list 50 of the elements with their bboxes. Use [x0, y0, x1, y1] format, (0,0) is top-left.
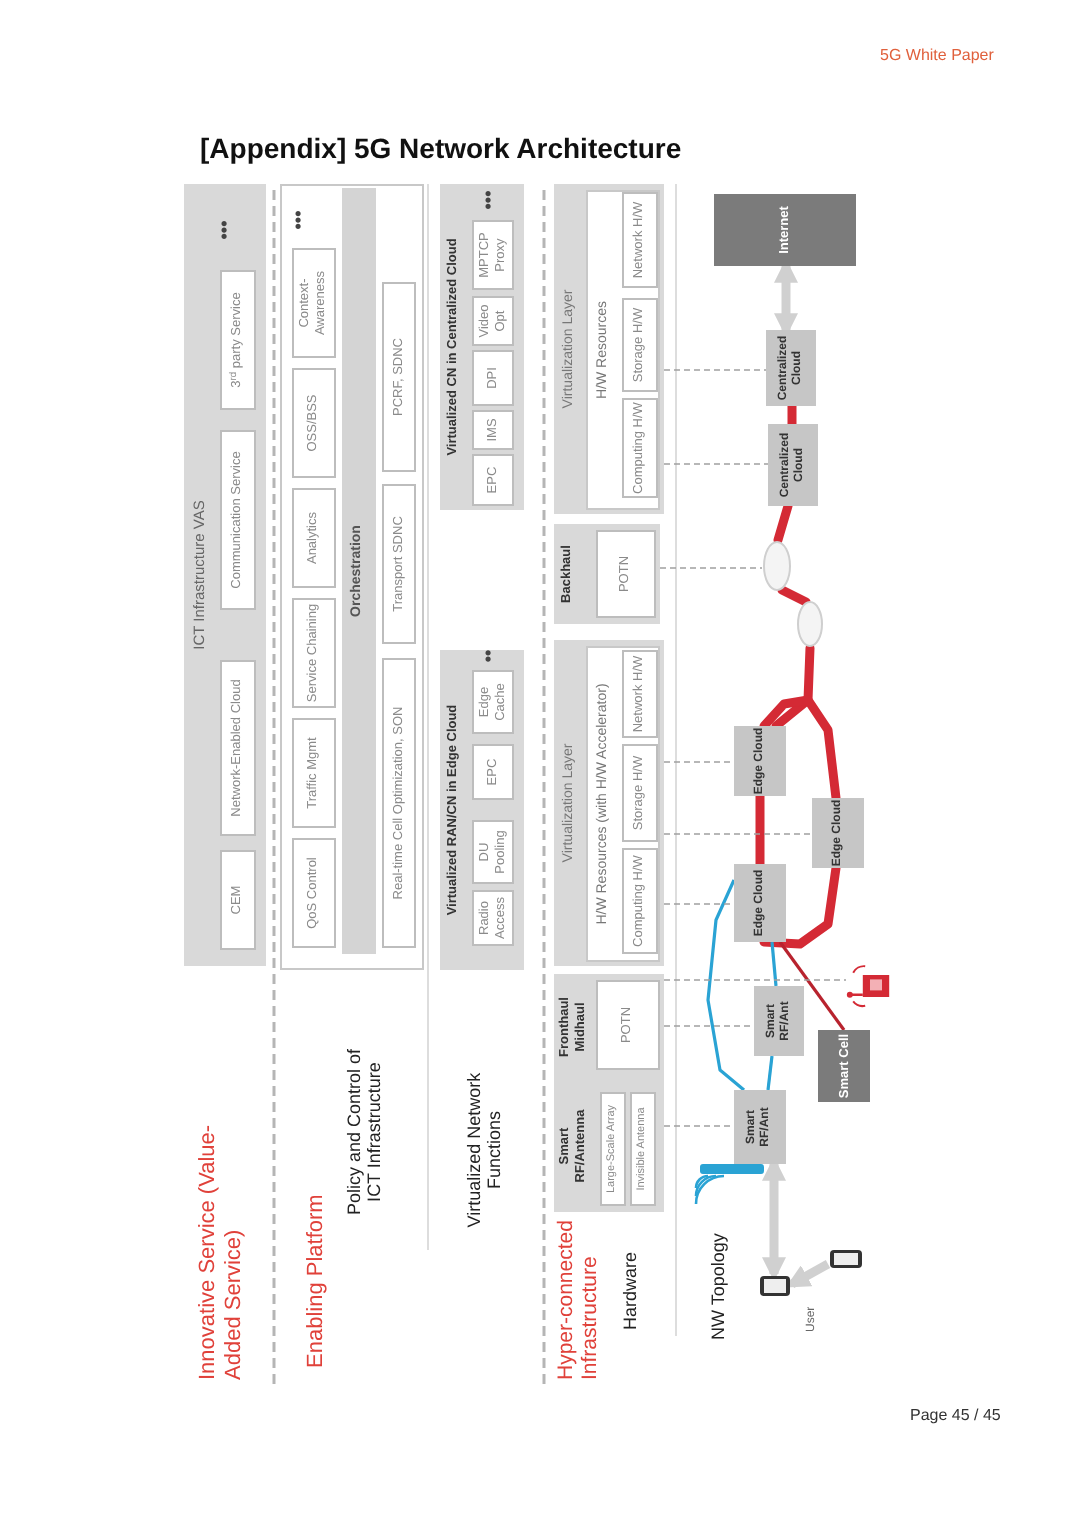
row-label: Enabling Platform	[304, 1192, 330, 1368]
page-title: [Appendix] 5G Network Architecture	[200, 130, 682, 168]
ellipsis-mark: •••	[214, 218, 234, 244]
resource-panel	[586, 646, 660, 962]
link-line	[771, 643, 815, 731]
layer-panel	[440, 650, 524, 970]
ellipsis-mark: •••	[288, 208, 308, 234]
resource-panel	[586, 190, 660, 510]
row-label: Hardware	[620, 1249, 640, 1330]
page-number: Page 45 / 45	[910, 1404, 1001, 1428]
row-label: Virtualized Network Functions	[464, 1070, 504, 1232]
row-label: Innovative Service (Value-Added Service)	[196, 1122, 248, 1380]
layer-panel	[554, 524, 660, 624]
router-oval	[796, 600, 824, 648]
router-oval	[762, 540, 792, 592]
layer-panel	[554, 974, 664, 1080]
leader-line	[663, 463, 769, 465]
leader-line	[663, 833, 813, 835]
phone-icon	[828, 1248, 864, 1270]
leader-line	[663, 1025, 755, 1027]
link-line	[777, 585, 811, 607]
layer-panel	[440, 184, 524, 510]
link-line	[787, 401, 797, 429]
link-line	[770, 941, 778, 987]
link-line	[766, 1055, 774, 1091]
small-cell-icon	[846, 964, 894, 1008]
header-text: 5G White Paper	[880, 44, 994, 68]
leader-line	[663, 369, 767, 371]
link-line	[755, 791, 765, 869]
layer-panel	[184, 184, 266, 966]
layer-panel	[554, 184, 664, 514]
leader-line	[659, 567, 763, 569]
platform-frame	[280, 184, 424, 970]
link-line	[706, 879, 746, 1092]
row-label: Hyper-connected Infrastructure	[554, 1218, 602, 1380]
layer-panel	[554, 1080, 664, 1212]
leader-line	[663, 1125, 735, 1127]
link-line	[759, 695, 841, 803]
row-label: NW Topology	[708, 1231, 728, 1340]
link-line	[773, 501, 793, 545]
phone-icon	[758, 1274, 792, 1298]
ellipsis-mark: ••	[478, 647, 498, 667]
leader-line	[663, 979, 847, 981]
link-line	[759, 863, 841, 949]
link-line	[778, 941, 846, 1031]
row-label: Policy and Control of ICT Infrastructure	[344, 1046, 384, 1220]
leader-line	[663, 761, 735, 763]
layer-panel	[554, 640, 664, 966]
ellipsis-mark: •••	[478, 188, 498, 214]
leader-line	[663, 903, 735, 905]
